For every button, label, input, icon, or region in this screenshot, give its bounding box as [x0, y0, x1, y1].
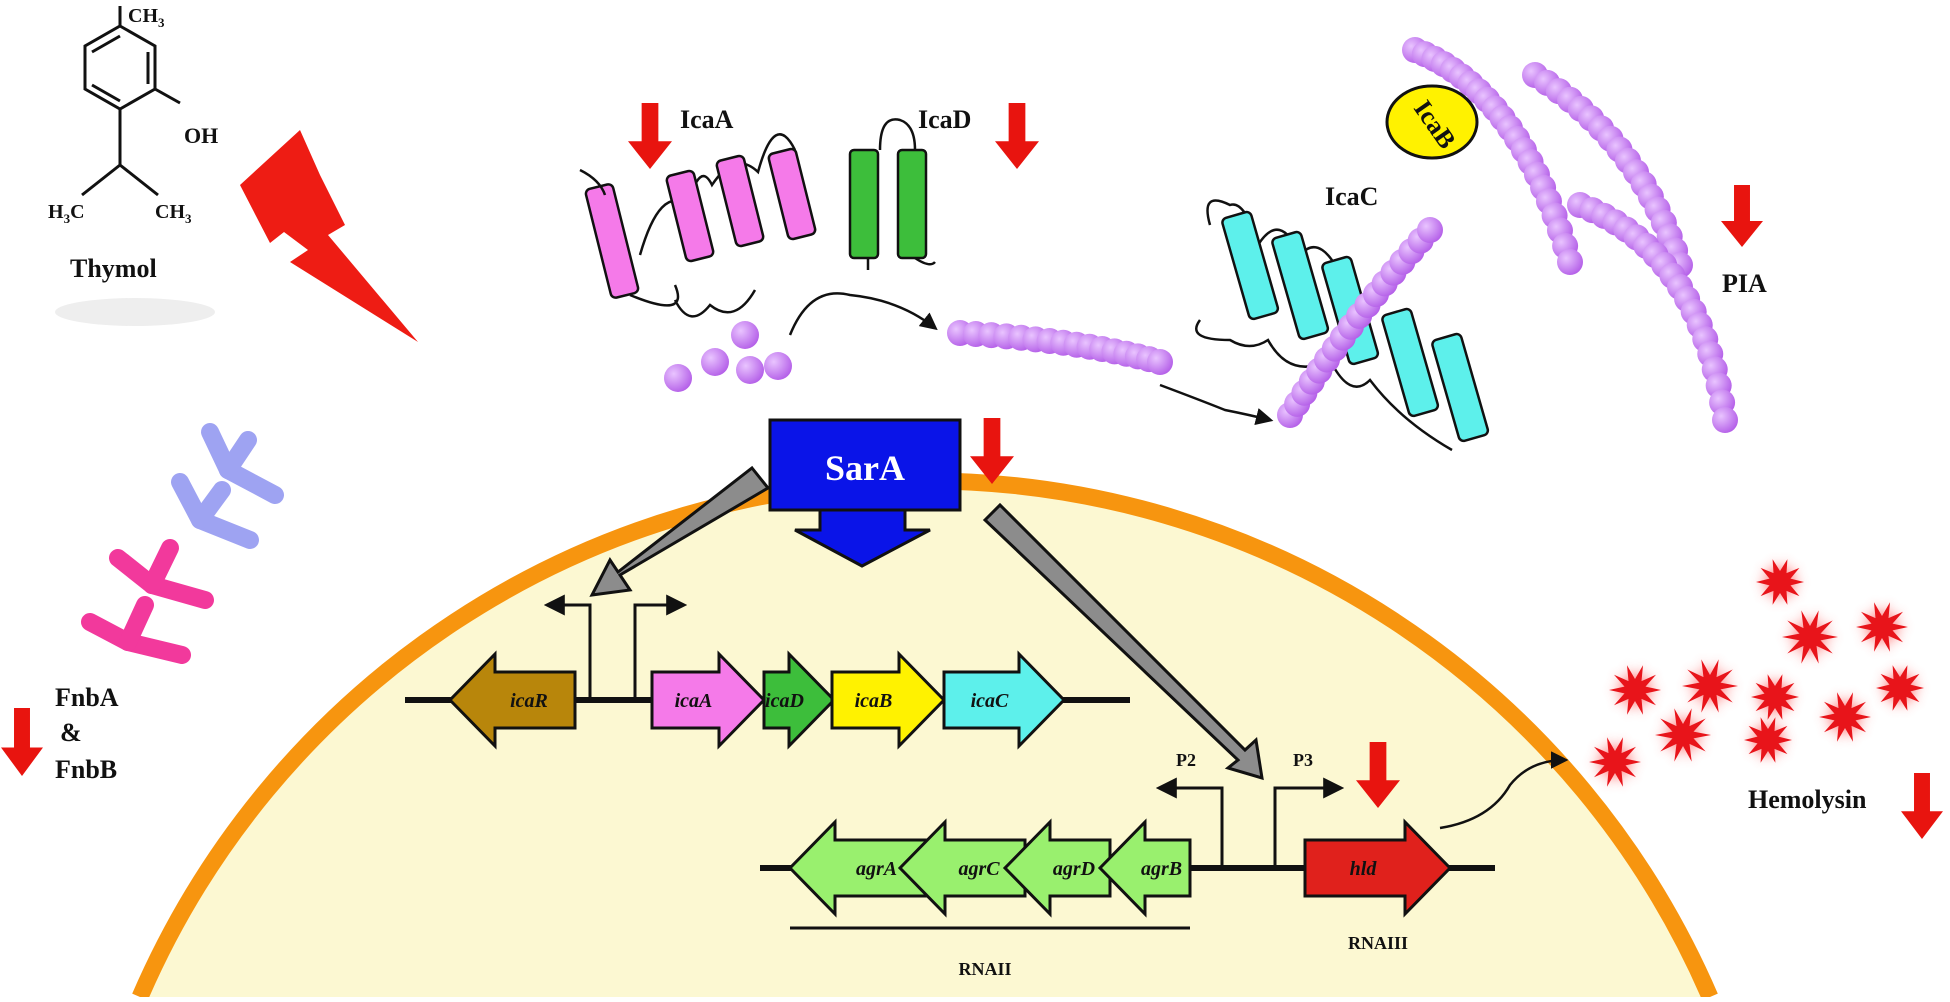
p2-label: P2 — [1176, 750, 1196, 770]
synthesis-arrow — [788, 292, 938, 336]
rnaii-label: RNAII — [958, 959, 1011, 979]
gene-icar: icaR — [447, 650, 577, 750]
hemolysin-star-icon — [1744, 717, 1792, 763]
down-arrow-icon — [1, 708, 43, 776]
rnaiii-label: RNAIII — [1348, 933, 1408, 953]
adhesin-icon — [109, 539, 214, 609]
hemolysin-star-icon — [1655, 708, 1711, 762]
gene-agrb-label: agrB — [1141, 858, 1182, 880]
pia-bead — [1147, 349, 1173, 375]
pia-bead — [731, 321, 759, 349]
gene-agrd-label: agrD — [1053, 858, 1095, 880]
adhesin-icon — [81, 596, 191, 664]
down-arrow-icon — [1356, 742, 1400, 808]
sara-regulator — [768, 418, 962, 568]
gene-icac: icaC — [942, 650, 1067, 750]
gene-icad: icaD — [762, 650, 837, 750]
pia-bead — [764, 352, 792, 380]
icad-label: IcaD — [918, 105, 971, 134]
pia-bead — [664, 364, 692, 392]
down-arrow-icon — [1901, 773, 1943, 839]
pia-bead — [1417, 217, 1443, 243]
sara-regulation-arrows — [589, 465, 1264, 781]
ica-promoters — [543, 594, 688, 700]
icac-label: IcaC — [1325, 182, 1378, 211]
gene-agrc-label: agrC — [958, 858, 1000, 880]
hemolysin-label: Hemolysin — [1748, 785, 1867, 814]
pia-polymer — [664, 37, 1738, 433]
down-arrow-icon — [628, 103, 672, 169]
hemolysin-star-icon — [1751, 674, 1799, 720]
sara-to-agr-arrow — [982, 502, 1264, 781]
gene-hld-label: hld — [1350, 858, 1378, 880]
ica-operon: icaR icaA icaD icaB icaC — [447, 650, 1067, 750]
thymol-structure — [81, 6, 181, 197]
hemolysin-star-icon — [1756, 559, 1804, 605]
pia-label: PIA — [1722, 269, 1767, 298]
hemolysin-star-icon — [1782, 610, 1838, 664]
fnb-label-line2: & — [60, 718, 82, 747]
down-arrow-icon — [1721, 185, 1763, 247]
gene-agrb: agrB — [1097, 818, 1192, 918]
thymol-ch3-top: CH3 — [128, 5, 165, 30]
icad-protein — [848, 118, 936, 270]
gene-icab-label: icaB — [855, 690, 893, 712]
agr-locus: agrA agrC agrD agrB hld — [787, 818, 1453, 918]
thymol-shadow — [55, 298, 215, 326]
pia-bead — [1557, 249, 1583, 275]
gene-icaa: icaA — [650, 650, 767, 750]
sara-to-ica-arrow — [589, 465, 771, 597]
gene-icar-label: icaR — [510, 690, 548, 712]
thymol-label: Thymol — [70, 254, 157, 283]
adhesin-icon — [171, 473, 259, 549]
gene-icab: icaB — [830, 650, 947, 750]
hemolysin-star-icon — [1876, 665, 1924, 711]
hemolysin-star-icon — [1682, 659, 1738, 713]
pia-bead — [736, 356, 764, 384]
down-arrow-icon — [995, 103, 1039, 169]
export-arrow — [1159, 383, 1274, 426]
thymol-h3c: H3C — [48, 201, 85, 226]
gene-agrc: agrC — [897, 818, 1027, 918]
fnb-adhesins — [81, 423, 284, 664]
thymol-ch3-right: CH3 — [155, 201, 192, 226]
hemolysin-star-icon — [1856, 602, 1908, 652]
gene-icac-label: icaC — [971, 690, 1009, 712]
down-arrow-icon — [970, 418, 1014, 484]
fnb-label-line3: FnbB — [55, 755, 117, 784]
p3-label: P3 — [1293, 750, 1313, 770]
pia-bead — [701, 348, 729, 376]
icaa-label: IcaA — [680, 105, 734, 134]
pia-bead — [1712, 407, 1738, 433]
icab-protein — [1385, 84, 1479, 160]
gene-hld: hld — [1303, 818, 1453, 918]
icaa-protein — [579, 133, 817, 318]
gene-icaa-label: icaA — [675, 690, 713, 712]
gene-icad-label: icaD — [765, 690, 804, 712]
gene-agrd: agrD — [1002, 818, 1112, 918]
cytoplasm — [140, 480, 1710, 997]
hemolysin-star-icon — [1589, 737, 1641, 787]
thymol-oh: OH — [184, 123, 218, 148]
hemolysin-star-icon — [1819, 692, 1871, 742]
hemolysin-secretion-arrow — [1439, 751, 1569, 830]
gene-agra: agrA — [787, 818, 932, 918]
lightning-bolt-icon — [240, 130, 418, 342]
sara-label: SarA — [825, 448, 905, 488]
agr-promoters — [1155, 777, 1345, 868]
adhesin-icon — [201, 423, 284, 504]
hemolysin-star-icon — [1609, 665, 1661, 715]
fnb-label-line1: FnbA — [55, 683, 119, 712]
hemolysin-toxins — [1589, 559, 1924, 787]
gene-agra-label: agrA — [856, 858, 897, 880]
downregulation-arrows — [1, 103, 1943, 839]
